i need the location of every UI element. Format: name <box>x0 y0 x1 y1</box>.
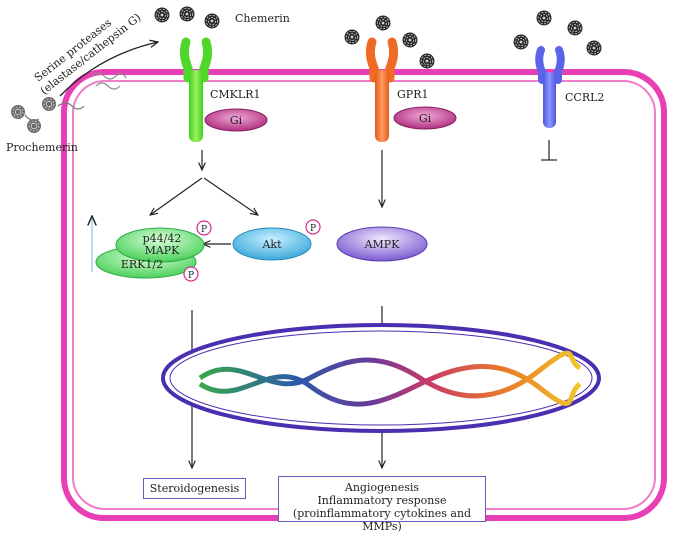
phospho-tag-akt: P <box>305 219 321 235</box>
chemerin-molecule-icon <box>154 6 602 69</box>
cmklr1-receptor-icon <box>179 37 213 142</box>
gpr1-label: GPR1 <box>397 88 428 101</box>
cell-membrane-inner <box>72 80 656 510</box>
cleaved-fragment <box>95 82 121 90</box>
effects-box: Angiogenesis Inflammatory response (proi… <box>278 476 486 533</box>
mapk-label-line2: MAPK <box>145 244 181 257</box>
cell-membrane <box>61 69 667 521</box>
prochemerin-molecule-icon <box>10 96 85 134</box>
steroidogenesis-box: Steroidogenesis <box>143 478 246 499</box>
akt-node <box>232 227 312 261</box>
cleaved-fragment <box>91 72 127 80</box>
ampk-node <box>336 226 428 262</box>
svg-text:P: P <box>310 224 316 234</box>
mapk-node <box>115 227 205 263</box>
phospho-tag-erk: P <box>183 266 199 282</box>
ampk-label: AMPK <box>364 238 401 251</box>
chemerin-label: Chemerin <box>235 12 290 25</box>
akt-label: Akt <box>261 238 282 251</box>
phospho-tag-mapk: P <box>196 220 212 236</box>
erk-label: ERK1/2 <box>121 258 163 271</box>
nucleus <box>161 323 601 433</box>
cmklr1-label: CMKLR1 <box>210 88 260 101</box>
gpr1-receptor-icon <box>365 37 399 142</box>
mapk-label-line1: p44/42 <box>143 232 182 245</box>
ccrl2-label: CCRL2 <box>565 91 604 104</box>
protease-cleavage-arrow <box>59 42 158 97</box>
arrow-to-akt <box>203 177 258 215</box>
gi-label-gpr1: Gi <box>419 112 432 125</box>
nucleus-inner <box>169 330 593 426</box>
ccrl2-receptor-icon <box>535 46 565 128</box>
steroidogenesis-label: Steroidogenesis <box>149 482 240 495</box>
prochemerin-label: Prochemerin <box>6 141 78 154</box>
gi-protein-cmklr1 <box>204 108 268 132</box>
svg-text:P: P <box>201 225 207 235</box>
effects-line-inflammatory: Inflammatory response <box>317 494 447 507</box>
gi-protein-gpr1 <box>393 106 457 130</box>
arrow-to-mapk <box>150 177 203 215</box>
svg-text:P: P <box>188 271 194 281</box>
gi-label-cmklr1: Gi <box>230 114 243 127</box>
effects-line-angiogenesis: Angiogenesis <box>344 481 420 494</box>
effects-line-cytokines: (proinflammatory cytokines and MMPs) <box>292 507 472 533</box>
dna-helix-icon <box>198 350 582 407</box>
